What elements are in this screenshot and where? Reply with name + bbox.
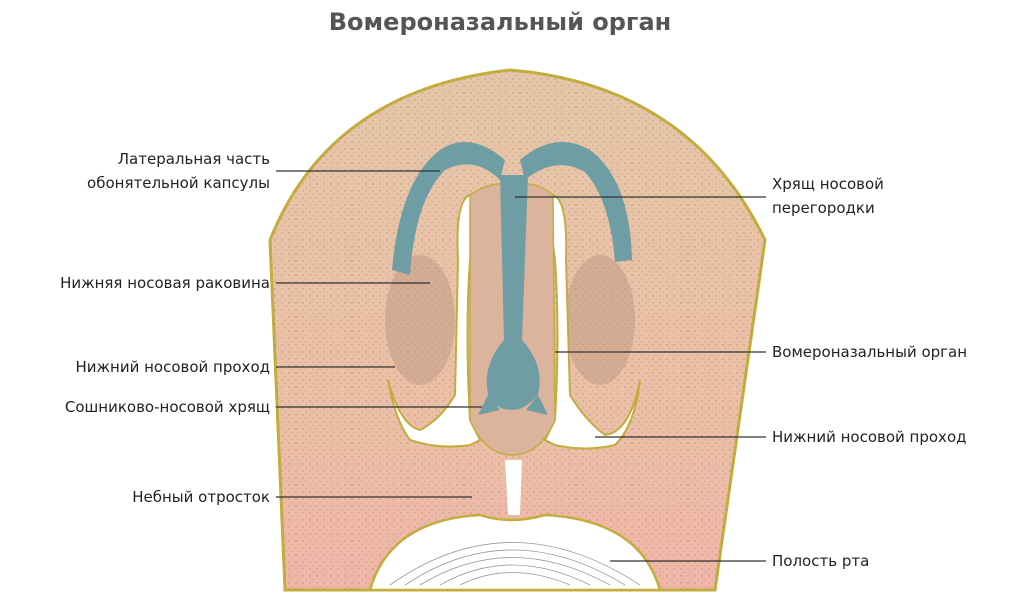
label-lateral-olfactory-capsule: Латеральная часть обонятельной капсулы bbox=[87, 147, 270, 195]
label-inferior-nasal-meatus-left: Нижний носовой проход bbox=[75, 358, 271, 376]
label-palatine-process: Небный отросток bbox=[132, 488, 270, 506]
label-line: обонятельной капсулы bbox=[87, 174, 270, 192]
left-nasal-cavity bbox=[387, 193, 482, 448]
label-vomeronasal-organ: Вомероназальный орган bbox=[772, 343, 968, 361]
vomeronasal-cartilage bbox=[478, 395, 548, 415]
right-concha bbox=[565, 255, 635, 385]
diagram-title: Вомероназальный орган bbox=[328, 8, 672, 36]
left-concha bbox=[385, 255, 455, 385]
label-line: Латеральная часть bbox=[117, 150, 270, 168]
label-line: Хрящ носовой bbox=[772, 175, 884, 193]
label-line: перегородки bbox=[772, 199, 875, 217]
label-inferior-nasal-meatus-right: Нижний носовой проход bbox=[772, 428, 967, 446]
septal-cartilage bbox=[486, 175, 540, 410]
palatal-gap bbox=[505, 460, 522, 515]
oral-cavity bbox=[368, 513, 662, 592]
lateral-olfactory-capsule-cartilage bbox=[392, 142, 505, 275]
label-septal-cartilage: Хрящ носовой перегородки bbox=[772, 172, 884, 220]
right-nasal-cavity bbox=[543, 193, 641, 450]
label-vomeronasal-cartilage: Сошниково-носовой хрящ bbox=[64, 398, 270, 416]
label-oral-cavity: Полость рта bbox=[772, 552, 870, 570]
label-inferior-nasal-concha: Нижняя носовая раковина bbox=[60, 274, 270, 292]
leader-lines bbox=[276, 170, 766, 562]
